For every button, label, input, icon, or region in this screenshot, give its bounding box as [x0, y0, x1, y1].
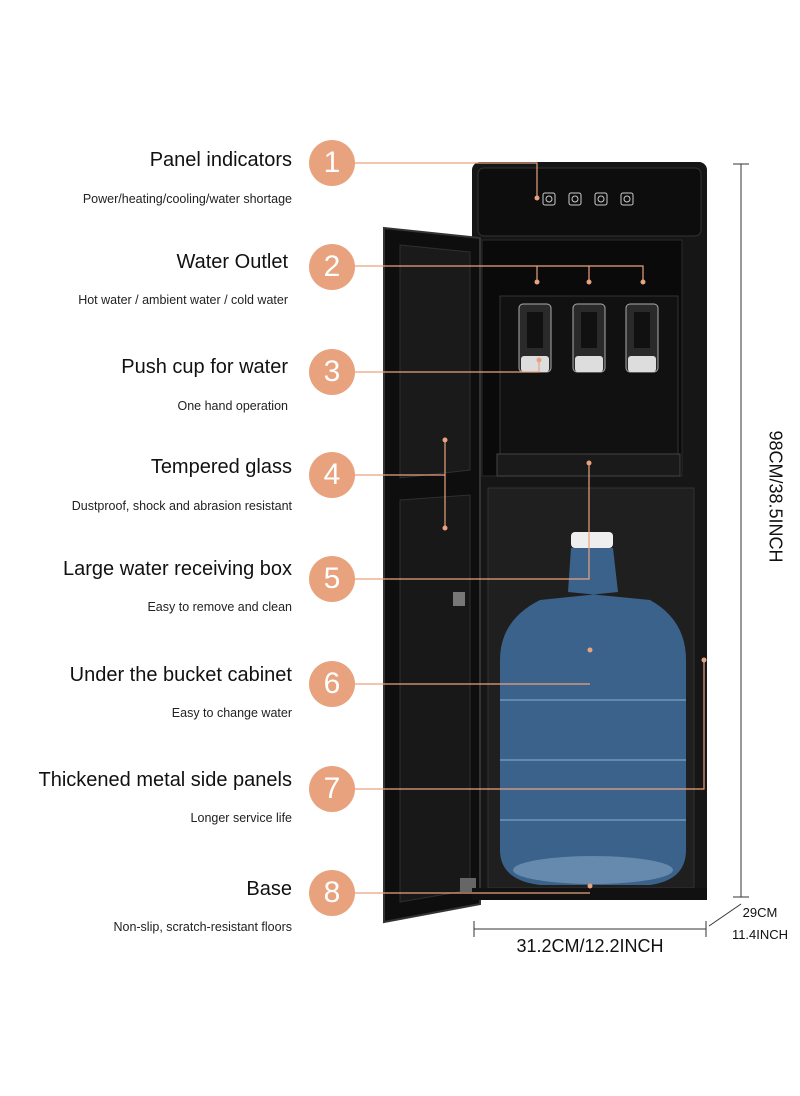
feature-desc-4: Dustproof, shock and abrasion resistant	[71, 499, 292, 513]
depth-dimension-cm: 29CM	[742, 905, 778, 920]
feature-badge-2: 2	[309, 244, 355, 290]
feature-desc-7: Longer service life	[190, 811, 292, 825]
feature-title-2: Water Outlet	[176, 251, 288, 273]
feature-title-8: Base	[246, 878, 292, 900]
feature-desc-1: Power/heating/cooling/water shortage	[82, 192, 292, 206]
dimension-lines	[473, 163, 749, 937]
feature-title-1: Panel indicators	[149, 149, 292, 171]
panel-buttons	[542, 192, 634, 206]
feature-desc-6: Easy to change water	[171, 706, 292, 720]
feature-badge-4: 4	[309, 452, 355, 498]
water-bottle	[500, 532, 686, 885]
feature-badge-6: 6	[309, 661, 355, 707]
tap-cold	[625, 303, 659, 373]
depth-dimension-inch: 11.4INCH	[731, 927, 789, 942]
feature-badge-7: 7	[309, 766, 355, 812]
feature-badge-3: 3	[309, 349, 355, 395]
feature-desc-2: Hot water / ambient water / cold water	[78, 293, 288, 307]
tap-hot	[518, 303, 552, 373]
feature-title-6: Under the bucket cabinet	[69, 664, 292, 686]
feature-desc-5: Easy to remove and clean	[147, 600, 292, 614]
feature-desc-8: Non-slip, scratch-resistant floors	[113, 920, 292, 934]
feature-title-3: Push cup for water	[121, 356, 288, 378]
tap-ambient	[572, 303, 606, 373]
base	[472, 888, 707, 900]
control-panel	[477, 167, 702, 237]
width-dimension: 31.2CM/12.2INCH	[516, 936, 664, 956]
height-dimension: 98CM/38.5INCH	[765, 430, 786, 563]
feature-title-5: Large water receiving box	[62, 558, 292, 580]
feature-badge-5: 5	[309, 556, 355, 602]
feature-badge-1: 1	[309, 140, 355, 186]
leader-dots	[442, 195, 707, 889]
feature-desc-3: One hand operation	[177, 399, 288, 413]
leader-lines	[354, 162, 705, 894]
feature-title-4: Tempered glass	[150, 456, 292, 478]
feature-badge-8: 8	[309, 870, 355, 916]
feature-title-7: Thickened metal side panels	[38, 769, 292, 791]
